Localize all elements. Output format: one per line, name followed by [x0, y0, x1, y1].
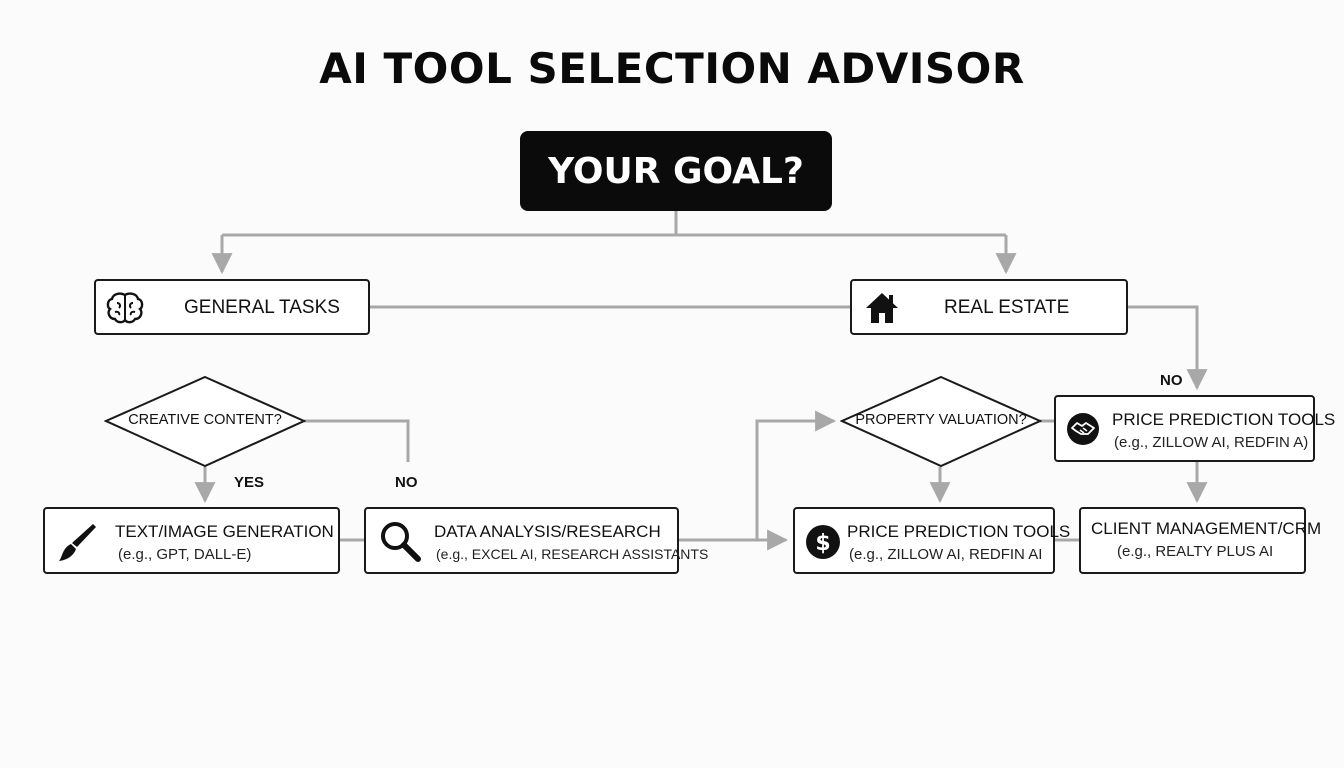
real-estate-label: REAL ESTATE: [944, 297, 1070, 318]
price-prediction-title: PRICE PREDICTION TOOLS: [847, 522, 1071, 541]
crm-title: CLIENT MANAGEMENT/CRM: [1091, 519, 1322, 538]
text-image-title: TEXT/IMAGE GENERATION: [115, 522, 334, 541]
creative-content-label: CREATIVE CONTENT?: [128, 412, 282, 428]
general-tasks-node: GENERAL TASKS: [94, 279, 370, 335]
house-icon: [866, 293, 898, 323]
paintbrush-icon: [59, 524, 96, 561]
handshake-icon: [1067, 413, 1099, 445]
yes-label: YES: [234, 474, 265, 491]
goal-node: YOUR GOAL?: [520, 131, 832, 211]
price-prediction-top-example: (e.g., ZILLOW AI, REDFIN A): [1114, 434, 1309, 451]
data-analysis-node: DATA ANALYSIS/RESEARCH (e.g., EXCEL AI, …: [364, 507, 708, 574]
price-prediction-node: $ PRICE PREDICTION TOOLS (e.g., ZILLOW A…: [793, 507, 1070, 574]
price-prediction-example: (e.g., ZILLOW AI, REDFIN AI: [849, 546, 1043, 563]
page-title: AI TOOL SELECTION ADVISOR: [319, 44, 1025, 93]
dollar-icon: $: [806, 525, 840, 559]
data-analysis-example: (e.g., EXCEL AI, RESEARCH ASSISTANTS: [436, 546, 709, 562]
real-estate-node: REAL ESTATE: [850, 279, 1128, 335]
data-analysis-title: DATA ANALYSIS/RESEARCH: [434, 522, 661, 541]
decision-diamond-shape: [103, 375, 307, 468]
decision-diamond-shape: [839, 375, 1043, 468]
magnifier-icon: [381, 522, 421, 562]
price-prediction-top-node: PRICE PREDICTION TOOLS (e.g., ZILLOW AI,…: [1054, 395, 1335, 462]
no-label-right: NO: [1160, 372, 1183, 389]
general-tasks-label: GENERAL TASKS: [184, 297, 340, 318]
property-valuation-decision: PROPERTY VALUATION?: [839, 375, 1043, 468]
brain-icon: [106, 292, 144, 324]
property-valuation-label: PROPERTY VALUATION?: [855, 412, 1027, 428]
svg-text:$: $: [815, 531, 830, 556]
crm-example: (e.g., REALTY PLUS AI: [1117, 543, 1274, 560]
text-image-example: (e.g., GPT, DALL-E): [118, 546, 252, 563]
no-label-left: NO: [395, 474, 418, 491]
creative-content-decision: CREATIVE CONTENT?: [103, 375, 307, 468]
price-prediction-top-title: PRICE PREDICTION TOOLS: [1112, 410, 1336, 429]
client-management-node: CLIENT MANAGEMENT/CRM (e.g., REALTY PLUS…: [1079, 507, 1321, 574]
text-image-generation-node: TEXT/IMAGE GENERATION (e.g., GPT, DALL-E…: [43, 507, 340, 574]
